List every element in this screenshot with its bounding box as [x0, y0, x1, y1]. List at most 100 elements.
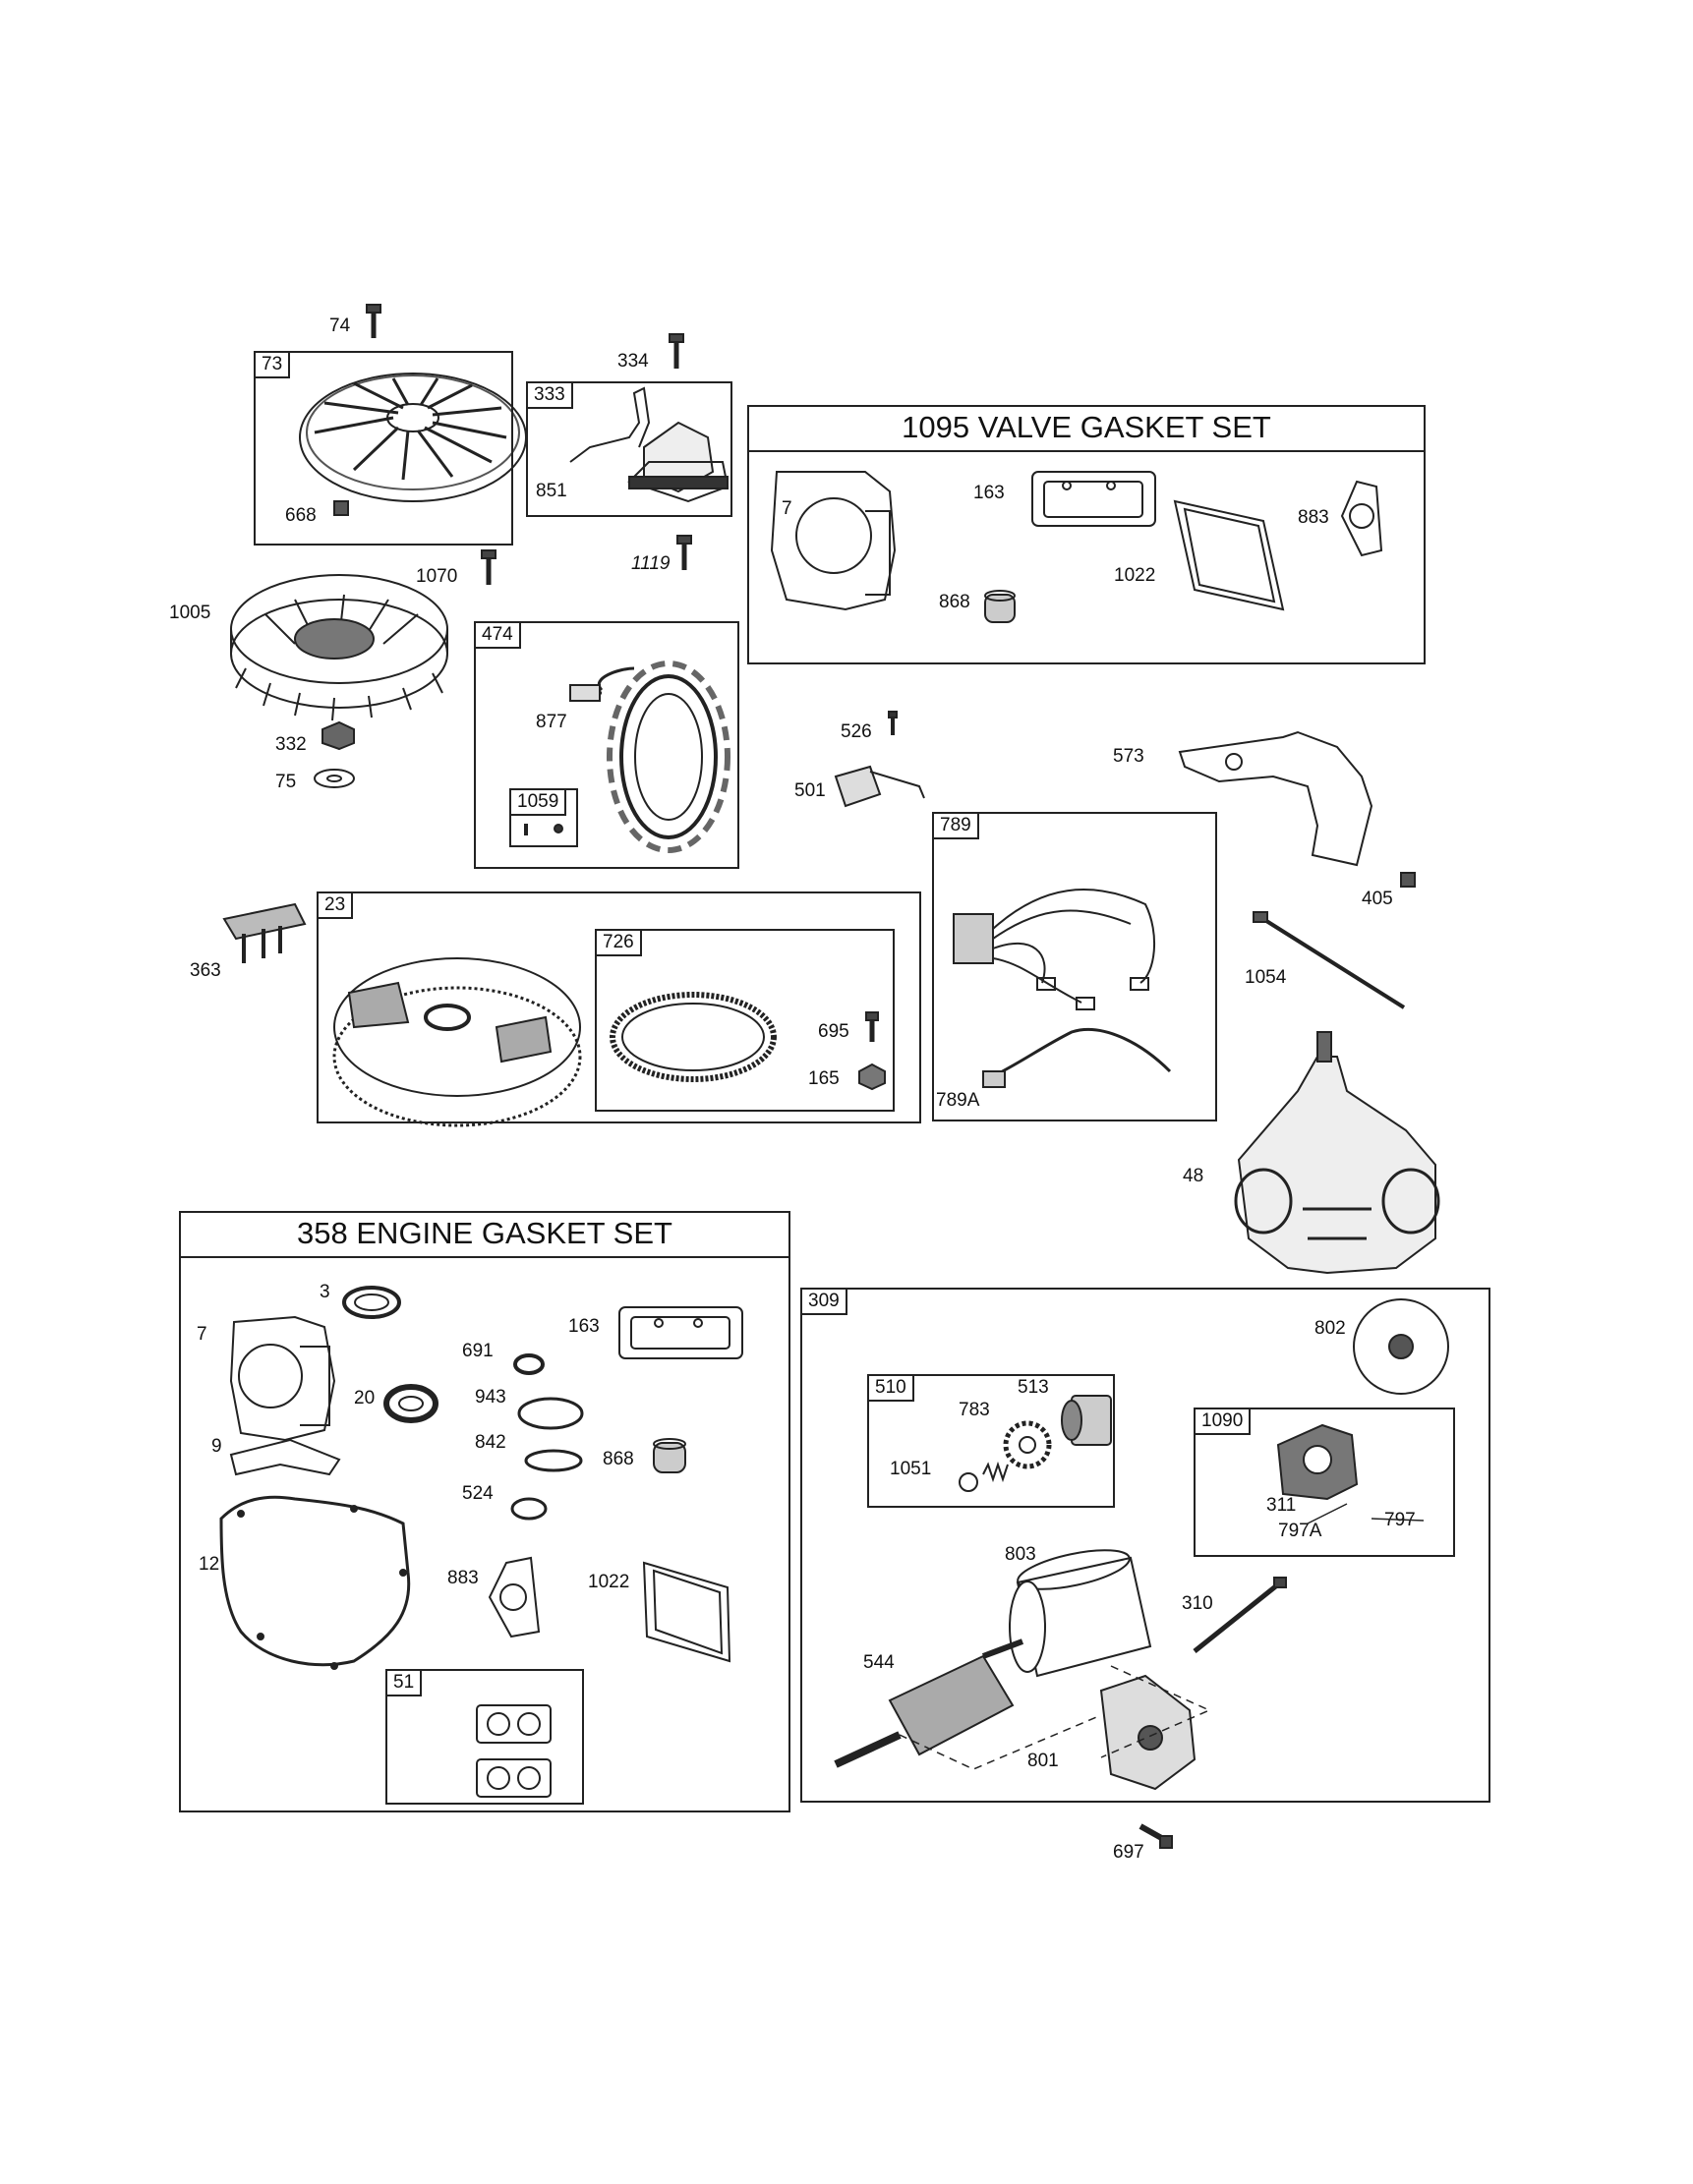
callout-868a: 868	[939, 592, 970, 612]
washer-75-icon	[314, 769, 355, 788]
rocker-cover-gasket-1022b-icon	[642, 1561, 731, 1663]
callout-7a: 7	[782, 498, 792, 519]
callout-668: 668	[285, 505, 317, 526]
alternator-stator-icon	[569, 661, 730, 853]
callout-7b: 7	[197, 1324, 207, 1345]
callout-9: 9	[211, 1436, 222, 1457]
callout-524: 524	[462, 1483, 494, 1504]
callout-1022b: 1022	[588, 1572, 630, 1592]
screw-526-icon	[888, 711, 898, 735]
callout-1070: 1070	[416, 566, 458, 587]
box-333: 333	[526, 381, 732, 517]
bolt-334-icon	[669, 333, 684, 369]
ring-gear-icon	[610, 992, 777, 1082]
callout-3: 3	[320, 1282, 330, 1302]
bolt-310-icon	[1193, 1577, 1287, 1653]
callout-513: 513	[1018, 1377, 1049, 1398]
valve-gasket-set-box: 1095 VALVE GASKET SET	[747, 405, 1426, 664]
callout-501: 501	[794, 780, 826, 801]
box-789: 789	[932, 812, 1217, 1121]
bolt-1119-icon	[676, 535, 692, 570]
callout-48: 48	[1183, 1166, 1204, 1186]
callout-943: 943	[475, 1387, 506, 1408]
exhaust-gasket-883a-icon	[1340, 480, 1383, 557]
housing-803-icon	[1009, 1549, 1152, 1678]
callout-877: 877	[536, 712, 567, 732]
wiring-harness-icon	[953, 889, 1172, 1088]
callout-803: 803	[1005, 1544, 1036, 1565]
gasket-842-icon	[524, 1449, 583, 1472]
box-51-tag: 51	[385, 1669, 423, 1696]
screw-697-icon	[1138, 1823, 1173, 1849]
box-474: 474	[474, 621, 739, 869]
callout-363: 363	[190, 960, 221, 981]
box-309-tag: 309	[800, 1288, 847, 1315]
box-510: 510	[867, 1374, 1115, 1508]
callout-573: 573	[1113, 746, 1144, 767]
screw-695-icon	[865, 1011, 879, 1042]
seal-20-icon	[383, 1384, 438, 1423]
callout-691: 691	[462, 1341, 494, 1361]
brush-holder-1090-icon	[1276, 1423, 1359, 1501]
callout-1022a: 1022	[1114, 565, 1156, 586]
screw-405-icon	[1400, 872, 1416, 888]
flywheel-fan-icon	[230, 574, 448, 721]
box-510-tag: 510	[867, 1374, 914, 1402]
nut-332-icon	[321, 720, 355, 751]
intake-gaskets-51-icon	[476, 1704, 552, 1798]
ignition-armature-icon	[569, 386, 730, 503]
o-ring-943-icon	[517, 1397, 584, 1430]
end-cap-802-icon	[1353, 1298, 1449, 1395]
armature-544-icon	[834, 1638, 1024, 1768]
box-1059-tag: 1059	[509, 788, 567, 816]
flywheel-icon	[332, 957, 582, 1127]
callout-163a: 163	[973, 483, 1005, 503]
valve-seal-868a-icon	[984, 590, 1016, 623]
rocker-gasket-163a-icon	[1031, 471, 1156, 527]
crankcase-gasket-icon	[219, 1495, 411, 1670]
callout-310: 310	[1182, 1593, 1213, 1614]
box-726: 726	[595, 929, 895, 1112]
callout-405: 405	[1362, 889, 1393, 909]
spring-1051-icon	[959, 1461, 1009, 1492]
box-23-tag: 23	[317, 891, 354, 919]
end-cap-801-icon	[1099, 1674, 1197, 1791]
box-309: 309	[800, 1288, 1490, 1803]
callout-851: 851	[536, 481, 567, 501]
callout-1119: 1119	[631, 553, 671, 574]
box-73: 73	[254, 351, 513, 546]
seal-3-icon	[342, 1286, 401, 1319]
drive-513-icon	[1061, 1395, 1112, 1446]
callout-311: 311	[1266, 1495, 1297, 1516]
callout-868b: 868	[603, 1449, 634, 1469]
rocker-gasket-163b-icon	[618, 1306, 743, 1359]
box-1090-tag: 1090	[1194, 1408, 1252, 1435]
pinion-gear-783-icon	[1003, 1420, 1052, 1469]
callout-802: 802	[1314, 1318, 1346, 1339]
callout-883b: 883	[447, 1568, 479, 1588]
callout-1051: 1051	[890, 1459, 932, 1479]
callout-801: 801	[1027, 1751, 1059, 1771]
box-1059: 1059	[509, 788, 578, 847]
box-1090: 1090	[1194, 1408, 1455, 1557]
head-gasket-icon	[770, 471, 897, 611]
bolt-1070-icon	[481, 549, 496, 585]
callout-842: 842	[475, 1432, 506, 1453]
callout-20: 20	[354, 1388, 376, 1408]
callout-74: 74	[329, 316, 351, 336]
callout-544: 544	[863, 1652, 895, 1673]
bolt-74-icon	[366, 304, 381, 338]
valve-gasket-set-title: 1095 VALVE GASKET SET	[747, 405, 1426, 452]
box-51: 51	[385, 1669, 584, 1805]
rectifier-icon	[834, 765, 925, 808]
callout-797a: 797A	[1278, 1521, 1322, 1541]
screws-1059-icon	[524, 824, 563, 835]
bracket-573-icon	[1178, 730, 1373, 867]
nut-165-icon	[858, 1063, 886, 1091]
callout-75: 75	[275, 772, 297, 792]
callout-789a: 789A	[936, 1090, 980, 1111]
callout-697: 697	[1113, 1842, 1144, 1863]
